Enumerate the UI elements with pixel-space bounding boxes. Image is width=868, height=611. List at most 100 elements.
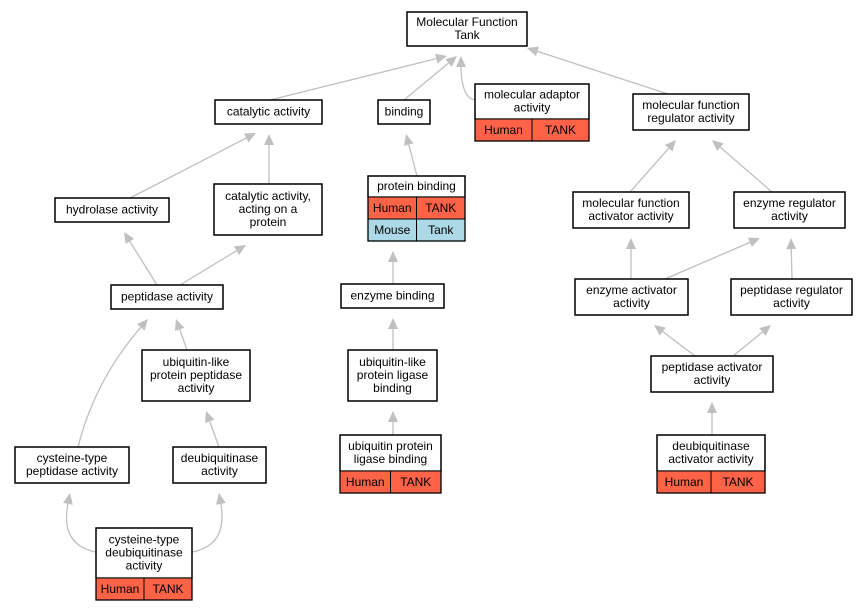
node-label: protein binding bbox=[377, 179, 456, 193]
node-eb[interactable]: enzyme binding bbox=[340, 283, 445, 309]
edge-pa-to-pr bbox=[732, 325, 771, 357]
edge-arrowhead bbox=[174, 319, 185, 332]
edge-pr-to-er bbox=[786, 238, 797, 280]
node-bind[interactable]: binding bbox=[377, 99, 431, 125]
node-outline bbox=[730, 278, 853, 316]
edge-line bbox=[662, 331, 696, 357]
edge-line bbox=[790, 248, 793, 280]
node-pep[interactable]: peptidase activity bbox=[110, 284, 224, 310]
edge-pep-to-hyd bbox=[124, 232, 158, 286]
node-box bbox=[339, 434, 442, 472]
node-box bbox=[172, 446, 267, 484]
node-outline bbox=[141, 349, 251, 402]
node-outline bbox=[110, 284, 224, 310]
species-label: Mouse bbox=[374, 223, 410, 237]
edge-uplb-to-ulpl bbox=[388, 411, 398, 435]
edge-line bbox=[129, 137, 247, 199]
edge-arrowhead bbox=[403, 134, 414, 146]
edge-arrowhead bbox=[234, 245, 246, 255]
node-outline bbox=[656, 434, 766, 494]
edge-line bbox=[65, 503, 97, 553]
edge-pa-to-ea bbox=[654, 325, 696, 357]
edge-arrowhead bbox=[664, 140, 676, 152]
edge-line bbox=[179, 329, 188, 351]
edge-arrowhead bbox=[215, 493, 226, 505]
edge-arrowhead bbox=[747, 237, 760, 247]
node-outline bbox=[339, 434, 442, 494]
gene-label: TANK bbox=[400, 475, 431, 489]
edge-arrowhead bbox=[786, 238, 797, 250]
node-outline bbox=[95, 527, 193, 601]
edge-eb-to-pb bbox=[388, 251, 398, 284]
node-outline bbox=[733, 191, 846, 229]
edge-line bbox=[537, 50, 669, 95]
node-hyd[interactable]: hydrolase activity bbox=[54, 197, 170, 223]
node-outline bbox=[474, 83, 590, 142]
node-outline bbox=[367, 175, 466, 242]
node-outline bbox=[213, 183, 323, 236]
node-cat[interactable]: catalytic activity bbox=[214, 99, 323, 125]
gene-label: TANK bbox=[545, 123, 576, 137]
node-label: binding bbox=[385, 105, 424, 119]
edge-arrowhead bbox=[205, 411, 215, 424]
edge-line bbox=[408, 144, 418, 177]
edge-ulpl-to-eb bbox=[388, 318, 398, 350]
edge-line bbox=[629, 147, 670, 193]
edge-catp-to-cat bbox=[264, 134, 274, 184]
edge-arrowhead bbox=[388, 251, 398, 262]
edge-mfr-to-mf bbox=[527, 46, 669, 95]
species-label: Human bbox=[484, 123, 523, 137]
edge-arrowhead bbox=[388, 411, 398, 422]
edge-ctd-to-dub bbox=[191, 493, 226, 553]
edges-layer bbox=[63, 46, 797, 553]
species-label: Human bbox=[101, 582, 140, 596]
edge-arrowhead bbox=[626, 238, 636, 249]
node-label: catalytic activity bbox=[227, 105, 310, 119]
node-box bbox=[656, 434, 766, 472]
gene-label: TANK bbox=[152, 582, 183, 596]
edge-er-to-mfr bbox=[712, 140, 773, 193]
gene-label: Tank bbox=[428, 223, 454, 237]
edge-ctp-to-pep bbox=[77, 319, 148, 448]
edge-ea-to-mfa bbox=[626, 238, 636, 279]
edge-mad-to-mf bbox=[456, 56, 477, 101]
edge-arrowhead bbox=[435, 53, 447, 64]
node-outline bbox=[340, 283, 445, 309]
edge-ea-to-er bbox=[664, 237, 760, 280]
species-label: Human bbox=[373, 201, 412, 215]
edge-line bbox=[403, 62, 449, 101]
edge-arrowhead bbox=[759, 325, 771, 336]
edge-line bbox=[664, 241, 751, 280]
node-outline bbox=[574, 278, 689, 316]
edge-mfa-to-mfr bbox=[629, 140, 676, 193]
node-label: peptidase activity bbox=[121, 290, 213, 304]
edge-line bbox=[460, 66, 477, 101]
